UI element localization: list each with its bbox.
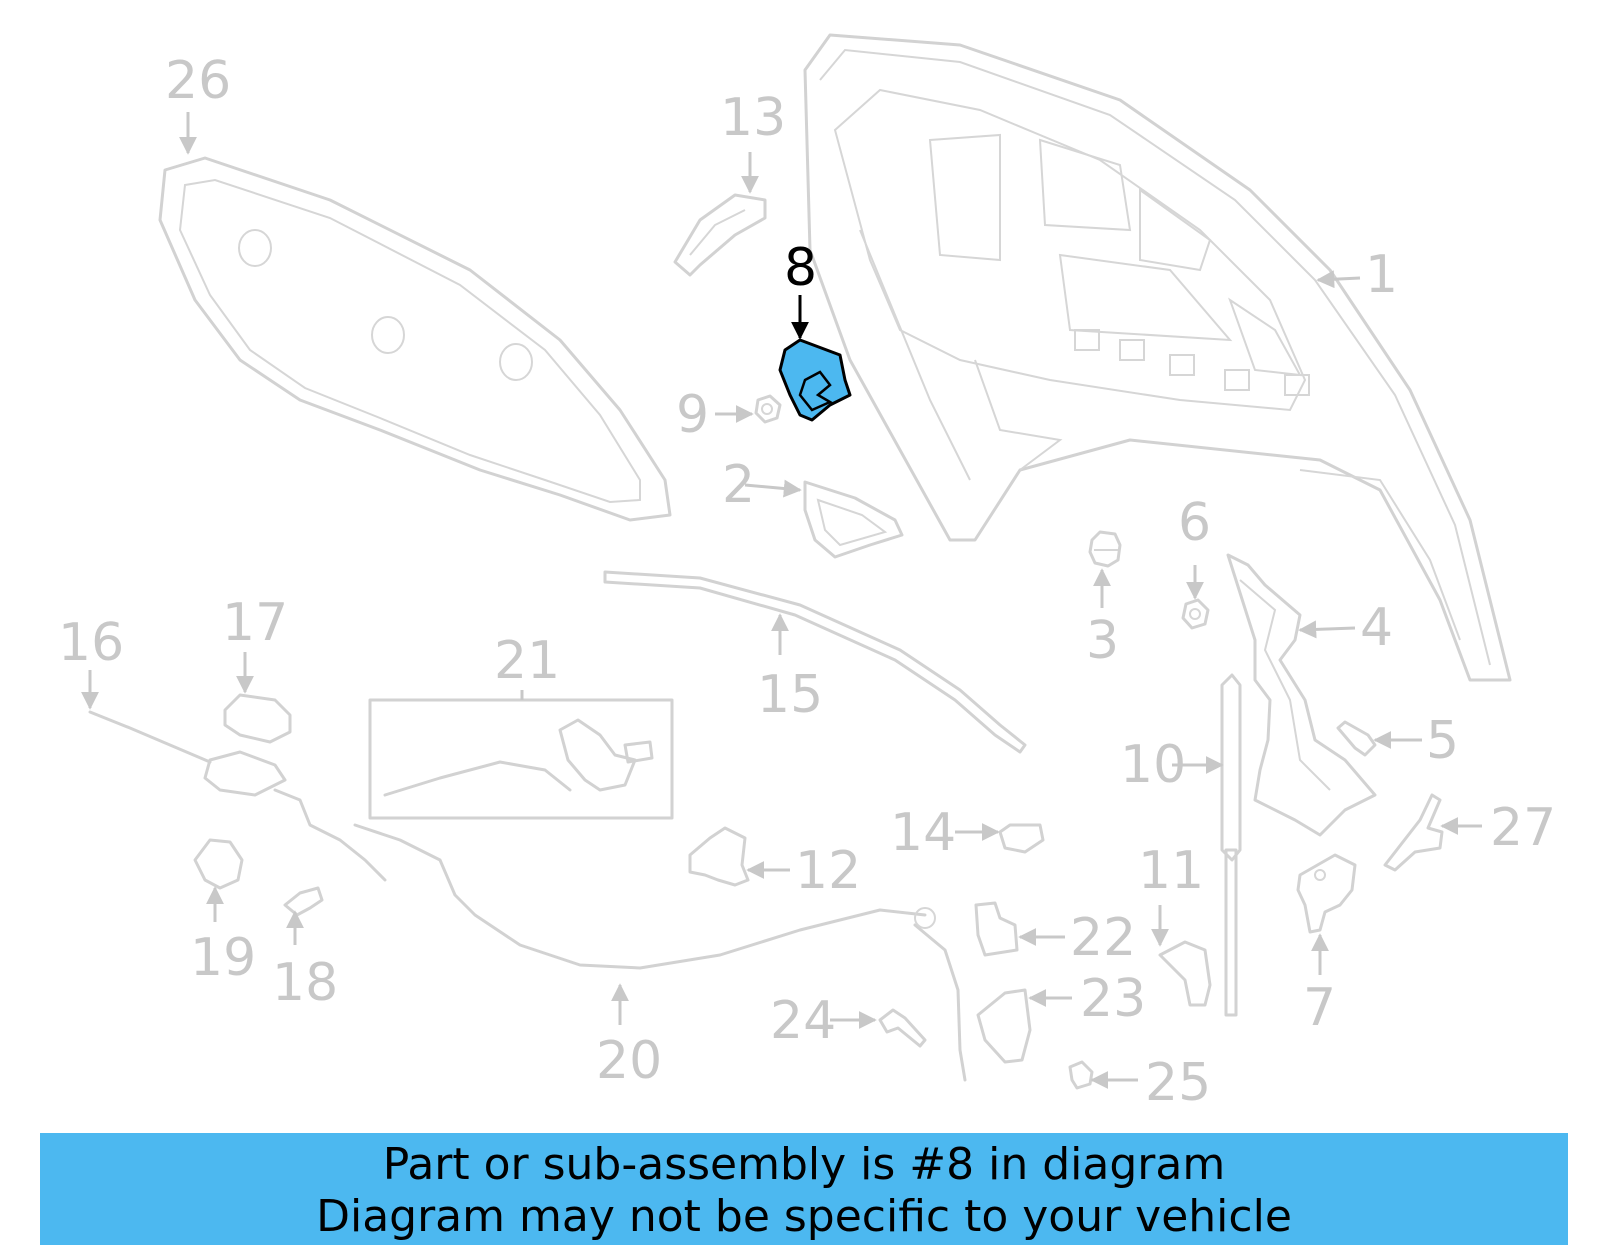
bracket-part-11	[1158, 940, 1212, 1007]
bolt-part-24	[878, 1008, 927, 1048]
hood-insulator-part-26	[158, 156, 672, 522]
release-cable-part-16-20	[88, 710, 967, 1082]
pad-part-17	[223, 693, 292, 744]
callout-2: 2	[722, 455, 755, 515]
hinge-plate-part-7	[1296, 853, 1357, 934]
hinge-part-4	[1226, 553, 1377, 837]
info-banner: Part or sub-assembly is #8 in diagram Di…	[40, 1133, 1568, 1245]
callout-11: 11	[1138, 841, 1204, 901]
strut-part-10	[1220, 673, 1242, 1017]
callout-23: 23	[1080, 969, 1146, 1029]
callout-17: 17	[222, 593, 288, 653]
callout-24: 24	[770, 991, 836, 1051]
callout-6: 6	[1178, 493, 1211, 553]
bracket-part-22	[974, 901, 1019, 957]
callout-15: 15	[757, 665, 823, 725]
callout-5: 5	[1426, 711, 1459, 771]
nut-part-6	[1181, 598, 1210, 630]
bumper-part-3	[1088, 530, 1122, 568]
callout-7: 7	[1303, 978, 1336, 1038]
kit-box-part-21	[368, 698, 674, 820]
pad-part-2	[803, 480, 904, 559]
nut-part-9	[754, 394, 782, 424]
callout-12: 12	[795, 841, 861, 901]
hood-panel-part-1	[803, 33, 1512, 682]
latch-part-12	[688, 826, 750, 887]
callout-16: 16	[58, 613, 124, 673]
sensor-part-27	[1383, 793, 1444, 872]
callout-arrows	[81, 112, 1482, 1089]
callout-3: 3	[1086, 611, 1119, 671]
callout-4: 4	[1360, 598, 1393, 658]
callout-13: 13	[720, 88, 786, 148]
callout-26: 26	[165, 51, 231, 111]
clip-part-14	[998, 823, 1045, 854]
banner-line-2: Diagram may not be specific to your vehi…	[316, 1191, 1292, 1242]
clip-part-25	[1068, 1060, 1094, 1090]
bolt-part-5	[1336, 720, 1377, 757]
callout-22: 22	[1070, 908, 1136, 968]
callout-10: 10	[1120, 735, 1186, 795]
bracket-part-13	[673, 193, 767, 277]
clip-part-18	[283, 886, 324, 917]
callout-19: 19	[190, 928, 256, 988]
callout-25: 25	[1145, 1053, 1211, 1113]
callout-9: 9	[676, 385, 709, 445]
callout-21: 21	[494, 631, 560, 691]
callout-18: 18	[272, 953, 338, 1013]
weatherstrip-part-15	[603, 570, 1027, 754]
callout-1: 1	[1365, 245, 1398, 305]
callout-8: 8	[784, 238, 817, 298]
highlighted-part-8	[778, 338, 852, 422]
callout-27: 27	[1490, 798, 1556, 858]
callout-14: 14	[890, 803, 956, 863]
callout-20: 20	[596, 1031, 662, 1091]
guide-part-19	[193, 838, 244, 890]
callout-labels: 1 2 3 4 5 6 7 8 9 10 11 12 13 14 15 16 1…	[58, 51, 1556, 1113]
deflector-part-23	[976, 988, 1032, 1064]
banner-line-1: Part or sub-assembly is #8 in diagram	[382, 1139, 1226, 1190]
